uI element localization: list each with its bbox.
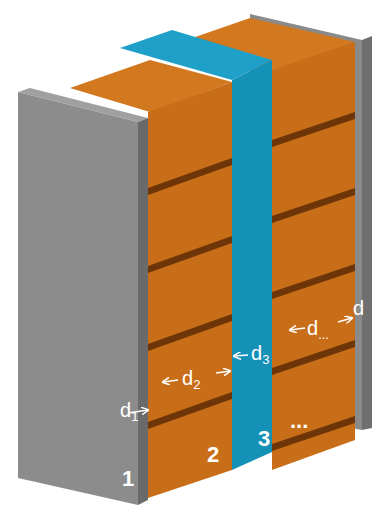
mortar-joint — [148, 158, 232, 195]
mortar-joint — [148, 236, 232, 273]
thickness-label: d3 — [251, 343, 269, 366]
thickness-label: d2 — [182, 368, 200, 391]
dimension-arrow — [234, 355, 248, 356]
front-slab-edge — [138, 118, 148, 505]
thickness-label: d — [353, 298, 364, 318]
mortar-joint — [272, 416, 355, 451]
brick-layer-front — [148, 82, 232, 498]
dimension-arrow — [338, 318, 352, 322]
layer-number: 2 — [207, 444, 219, 466]
dimension-arrow — [290, 328, 305, 330]
dimension-arrow — [163, 380, 178, 382]
mortar-joint — [148, 314, 232, 351]
layer-number: ... — [290, 410, 308, 432]
mortar-joint — [272, 188, 355, 223]
mortar-joint — [148, 392, 232, 429]
blue-layer — [232, 60, 272, 470]
layer-number: 1 — [122, 468, 134, 490]
dimension-arrow — [216, 371, 230, 373]
mortar-joints — [148, 158, 232, 429]
thickness-label: d1 — [120, 400, 138, 423]
mortar-joint — [272, 112, 355, 147]
thickness-label: d... — [307, 318, 329, 341]
front-slab — [18, 92, 138, 505]
mortar-joint — [272, 264, 355, 299]
mortar-joints — [272, 112, 355, 451]
layer-number: 3 — [258, 428, 270, 450]
mortar-joint — [272, 340, 355, 375]
brick-layer-back — [272, 42, 355, 470]
back-slab-edge — [362, 36, 372, 430]
